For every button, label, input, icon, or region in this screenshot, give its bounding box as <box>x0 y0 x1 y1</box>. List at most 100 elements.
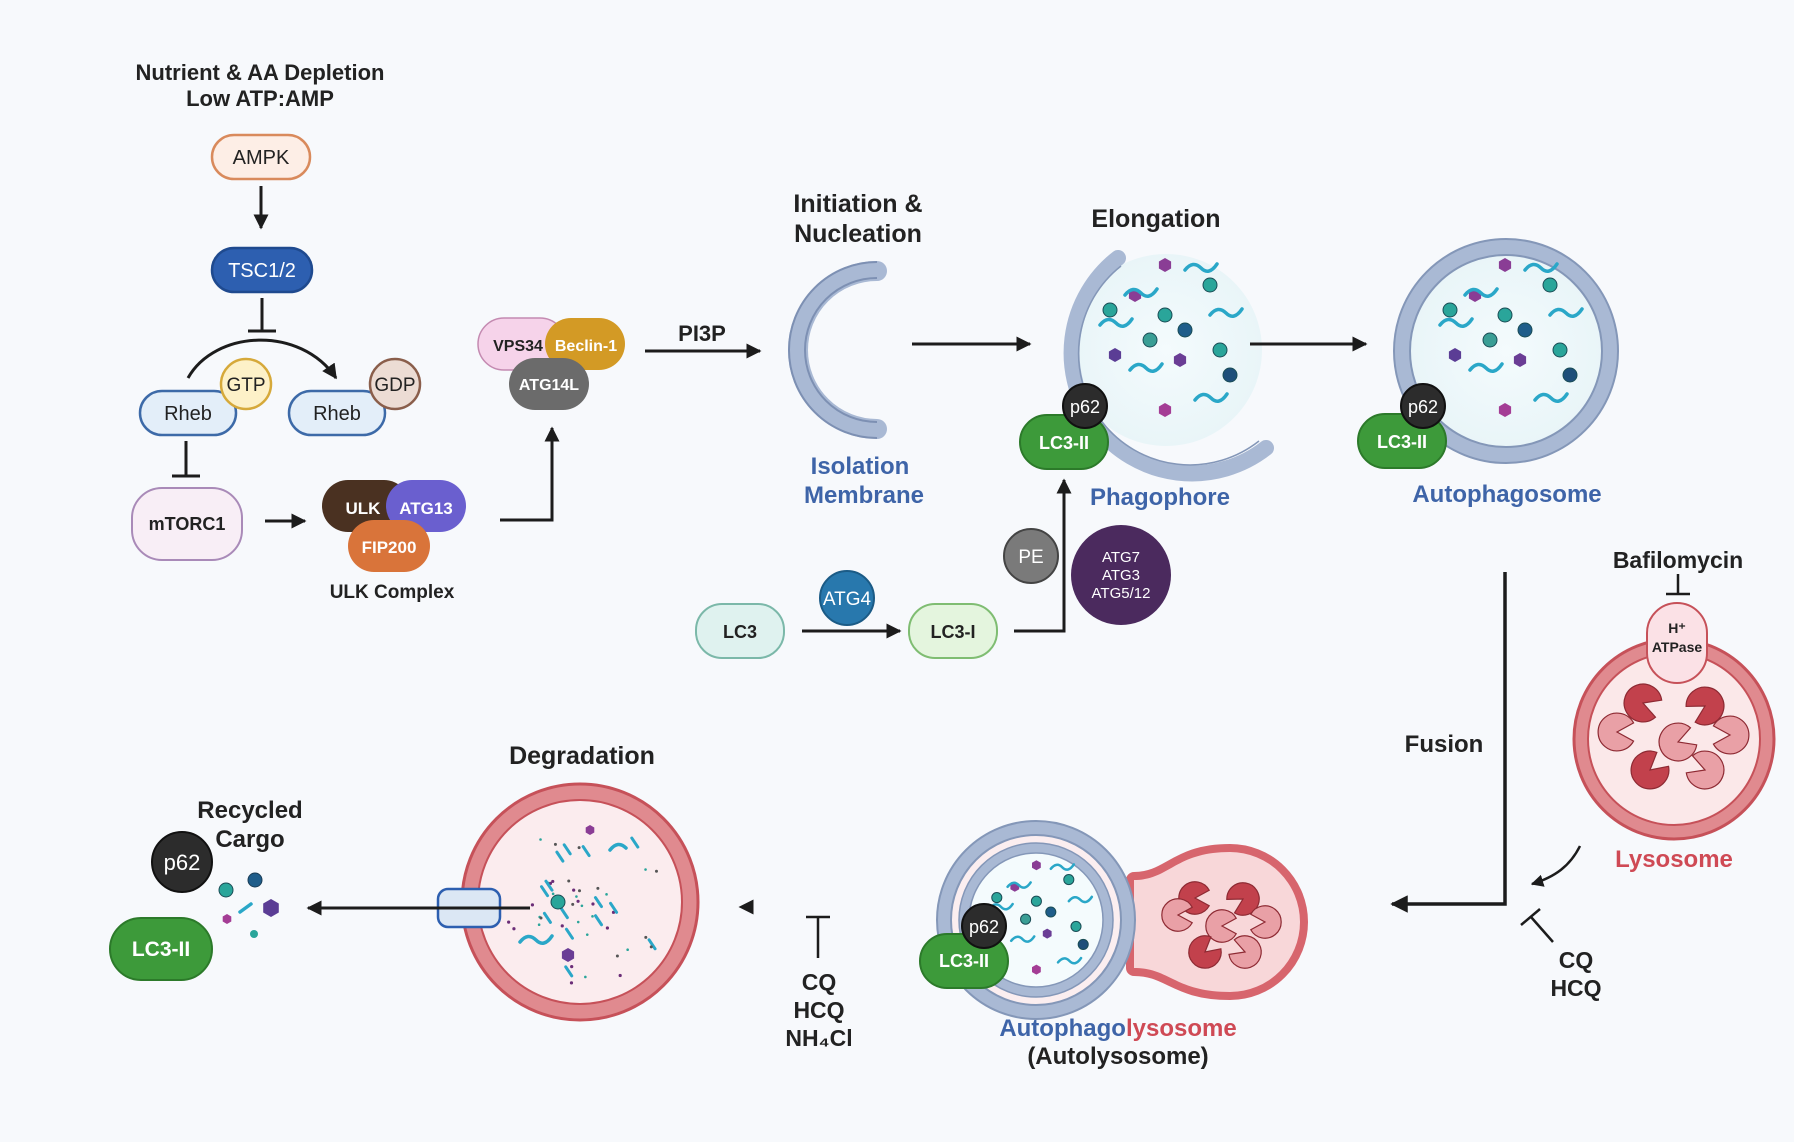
cargo-rna-icon <box>238 902 253 914</box>
p62-label: p62 <box>1070 397 1100 417</box>
lc3i-node <box>908 603 998 659</box>
cargo-rna-icon <box>1128 362 1164 373</box>
pe-label: PE <box>1018 547 1043 568</box>
fragment-dot-icon <box>551 879 555 884</box>
hydrolase-enzyme-icon <box>1188 935 1222 969</box>
autophagosome-label: Autophagosome <box>1412 481 1601 508</box>
atg4-enzyme <box>819 570 875 626</box>
p62-label: p62 <box>969 917 999 937</box>
cargo-protein-icon <box>263 899 279 917</box>
cargo-particle-icon <box>1045 906 1057 918</box>
lc3-node <box>695 603 785 659</box>
fragment-dot-icon <box>649 945 653 949</box>
recycled-cargo-label: Recycled <box>197 797 302 824</box>
autophagolysosome-label: Autophagolysosome <box>999 1015 1236 1042</box>
cargo-protein-icon <box>1448 348 1462 362</box>
rheb-conversion-arrow <box>186 338 338 380</box>
cargo-protein-icon <box>585 825 595 835</box>
degradation-heading: Degradation <box>509 742 655 770</box>
cq-degradation-label: CQ <box>802 969 837 995</box>
hydrolase-enzyme-icon <box>1228 935 1262 969</box>
fragment-dot-icon <box>605 926 610 930</box>
hydrolase-enzyme-icon <box>1712 715 1750 755</box>
lc3ii-label: LC3-II <box>1377 432 1427 452</box>
cq-fusion-inhibition-bar <box>1520 908 1541 926</box>
rheb-gtp-label: Rheb <box>164 403 212 425</box>
beclin-subunit <box>545 318 625 370</box>
lc3ii-marker <box>109 917 213 981</box>
fragment-dot-icon <box>551 892 555 896</box>
cargo-protein-icon <box>1158 403 1172 417</box>
fragment-dot-icon <box>512 927 516 931</box>
autophagosome-stage: Autophagosome LC3-II p62 <box>1357 238 1619 508</box>
cargo-particle-icon <box>1157 307 1173 323</box>
hydrolase-enzyme-icon <box>1205 909 1238 943</box>
atg14l-label: ATG14L <box>519 377 579 394</box>
h-atpase-pump-icon <box>1646 602 1708 684</box>
ampk-node <box>210 133 312 181</box>
phagophore-stage: Elongation Phagophore LC3-II p62 <box>1019 205 1368 511</box>
cargo-particle-icon <box>1030 895 1042 907</box>
phagophore-membrane-inner <box>1077 265 1260 466</box>
isolation-membrane-label: Isolation <box>811 453 910 480</box>
cq-fusion-inhibition-line <box>1530 916 1554 943</box>
cargo-particle-icon <box>1070 920 1082 932</box>
gtp-badge <box>219 357 273 411</box>
cargo-rna-icon <box>1533 392 1569 403</box>
hydrolase-enzyme-icon <box>1685 686 1725 726</box>
cargo-particle-icon <box>1542 277 1558 293</box>
ulk-label: ULK <box>346 499 382 518</box>
h-atpase-label: H⁺ <box>1668 620 1686 636</box>
fragment-dot-icon <box>576 899 580 903</box>
fragment-rna-icon <box>630 836 640 849</box>
bafilomycin-label: Bafilomycin <box>1613 547 1743 573</box>
cargo-particle-icon <box>1562 367 1578 383</box>
hydrolase-enzyme-icon <box>1658 722 1698 762</box>
pi3p-label: PI3P <box>678 321 726 346</box>
fragment-rna-icon <box>593 896 603 909</box>
fragment-dot-icon <box>569 981 574 985</box>
isolation-membrane-outer-line <box>788 261 878 439</box>
fragment-dot-icon <box>605 893 608 896</box>
rheb-gtp-node <box>138 389 238 437</box>
fragment-rna-icon <box>542 911 552 924</box>
isolation-membrane-inner-line <box>804 277 878 423</box>
atg-conjugation-complex <box>1071 525 1171 625</box>
fragment-dot-icon <box>553 842 557 846</box>
lc3ii-label: LC3-II <box>1039 433 1089 453</box>
lc3ii-label: LC3-II <box>132 938 190 961</box>
fragment-dot-icon <box>507 920 511 924</box>
cargo-rna-icon <box>1463 287 1499 298</box>
tsc-label: TSC1/2 <box>228 260 296 282</box>
cargo-particle-icon <box>550 894 566 910</box>
cargo-protein-icon <box>222 914 232 924</box>
cargo-rna-icon <box>1523 262 1559 273</box>
ulk-complex-label: ULK Complex <box>330 582 455 603</box>
recycled-building-blocks <box>218 872 279 938</box>
cargo-protein-icon <box>561 948 575 962</box>
cargo-rna-icon <box>1006 881 1032 889</box>
autophagolysosome-label-part1: Autophago <box>999 1015 1126 1042</box>
autolysosome-alt-label: (Autolysosome) <box>1027 1043 1208 1070</box>
fragment-dot-icon <box>626 948 629 952</box>
fragment-dot-icon <box>570 965 574 969</box>
cargo-rna-icon <box>1438 317 1474 328</box>
fragment-dot-icon <box>530 903 535 907</box>
cargo-particle-icon <box>218 882 234 898</box>
recycled-cargo-label-line2: Cargo <box>215 826 284 853</box>
beclin-label: Beclin-1 <box>555 338 617 355</box>
pe-lipid <box>1003 528 1059 584</box>
phagophore-label: Phagophore <box>1090 484 1230 511</box>
pi3k-complex: VPS34 Beclin-1 ATG14L PI3P <box>477 317 762 410</box>
atg3-label: ATG3 <box>1102 567 1140 584</box>
cargo-particle-icon <box>1142 332 1158 348</box>
fusion-arrow <box>1390 572 1507 913</box>
fragment-rna-icon <box>581 845 591 858</box>
cargo-protein-icon <box>1498 258 1512 272</box>
cargo-particle-icon <box>1212 342 1228 358</box>
fragment-dot-icon <box>571 902 575 906</box>
atg14l-subunit <box>509 358 589 410</box>
fragment-dot-icon <box>644 935 648 939</box>
p62-marker <box>961 903 1007 949</box>
cargo-particle-icon <box>1222 367 1238 383</box>
